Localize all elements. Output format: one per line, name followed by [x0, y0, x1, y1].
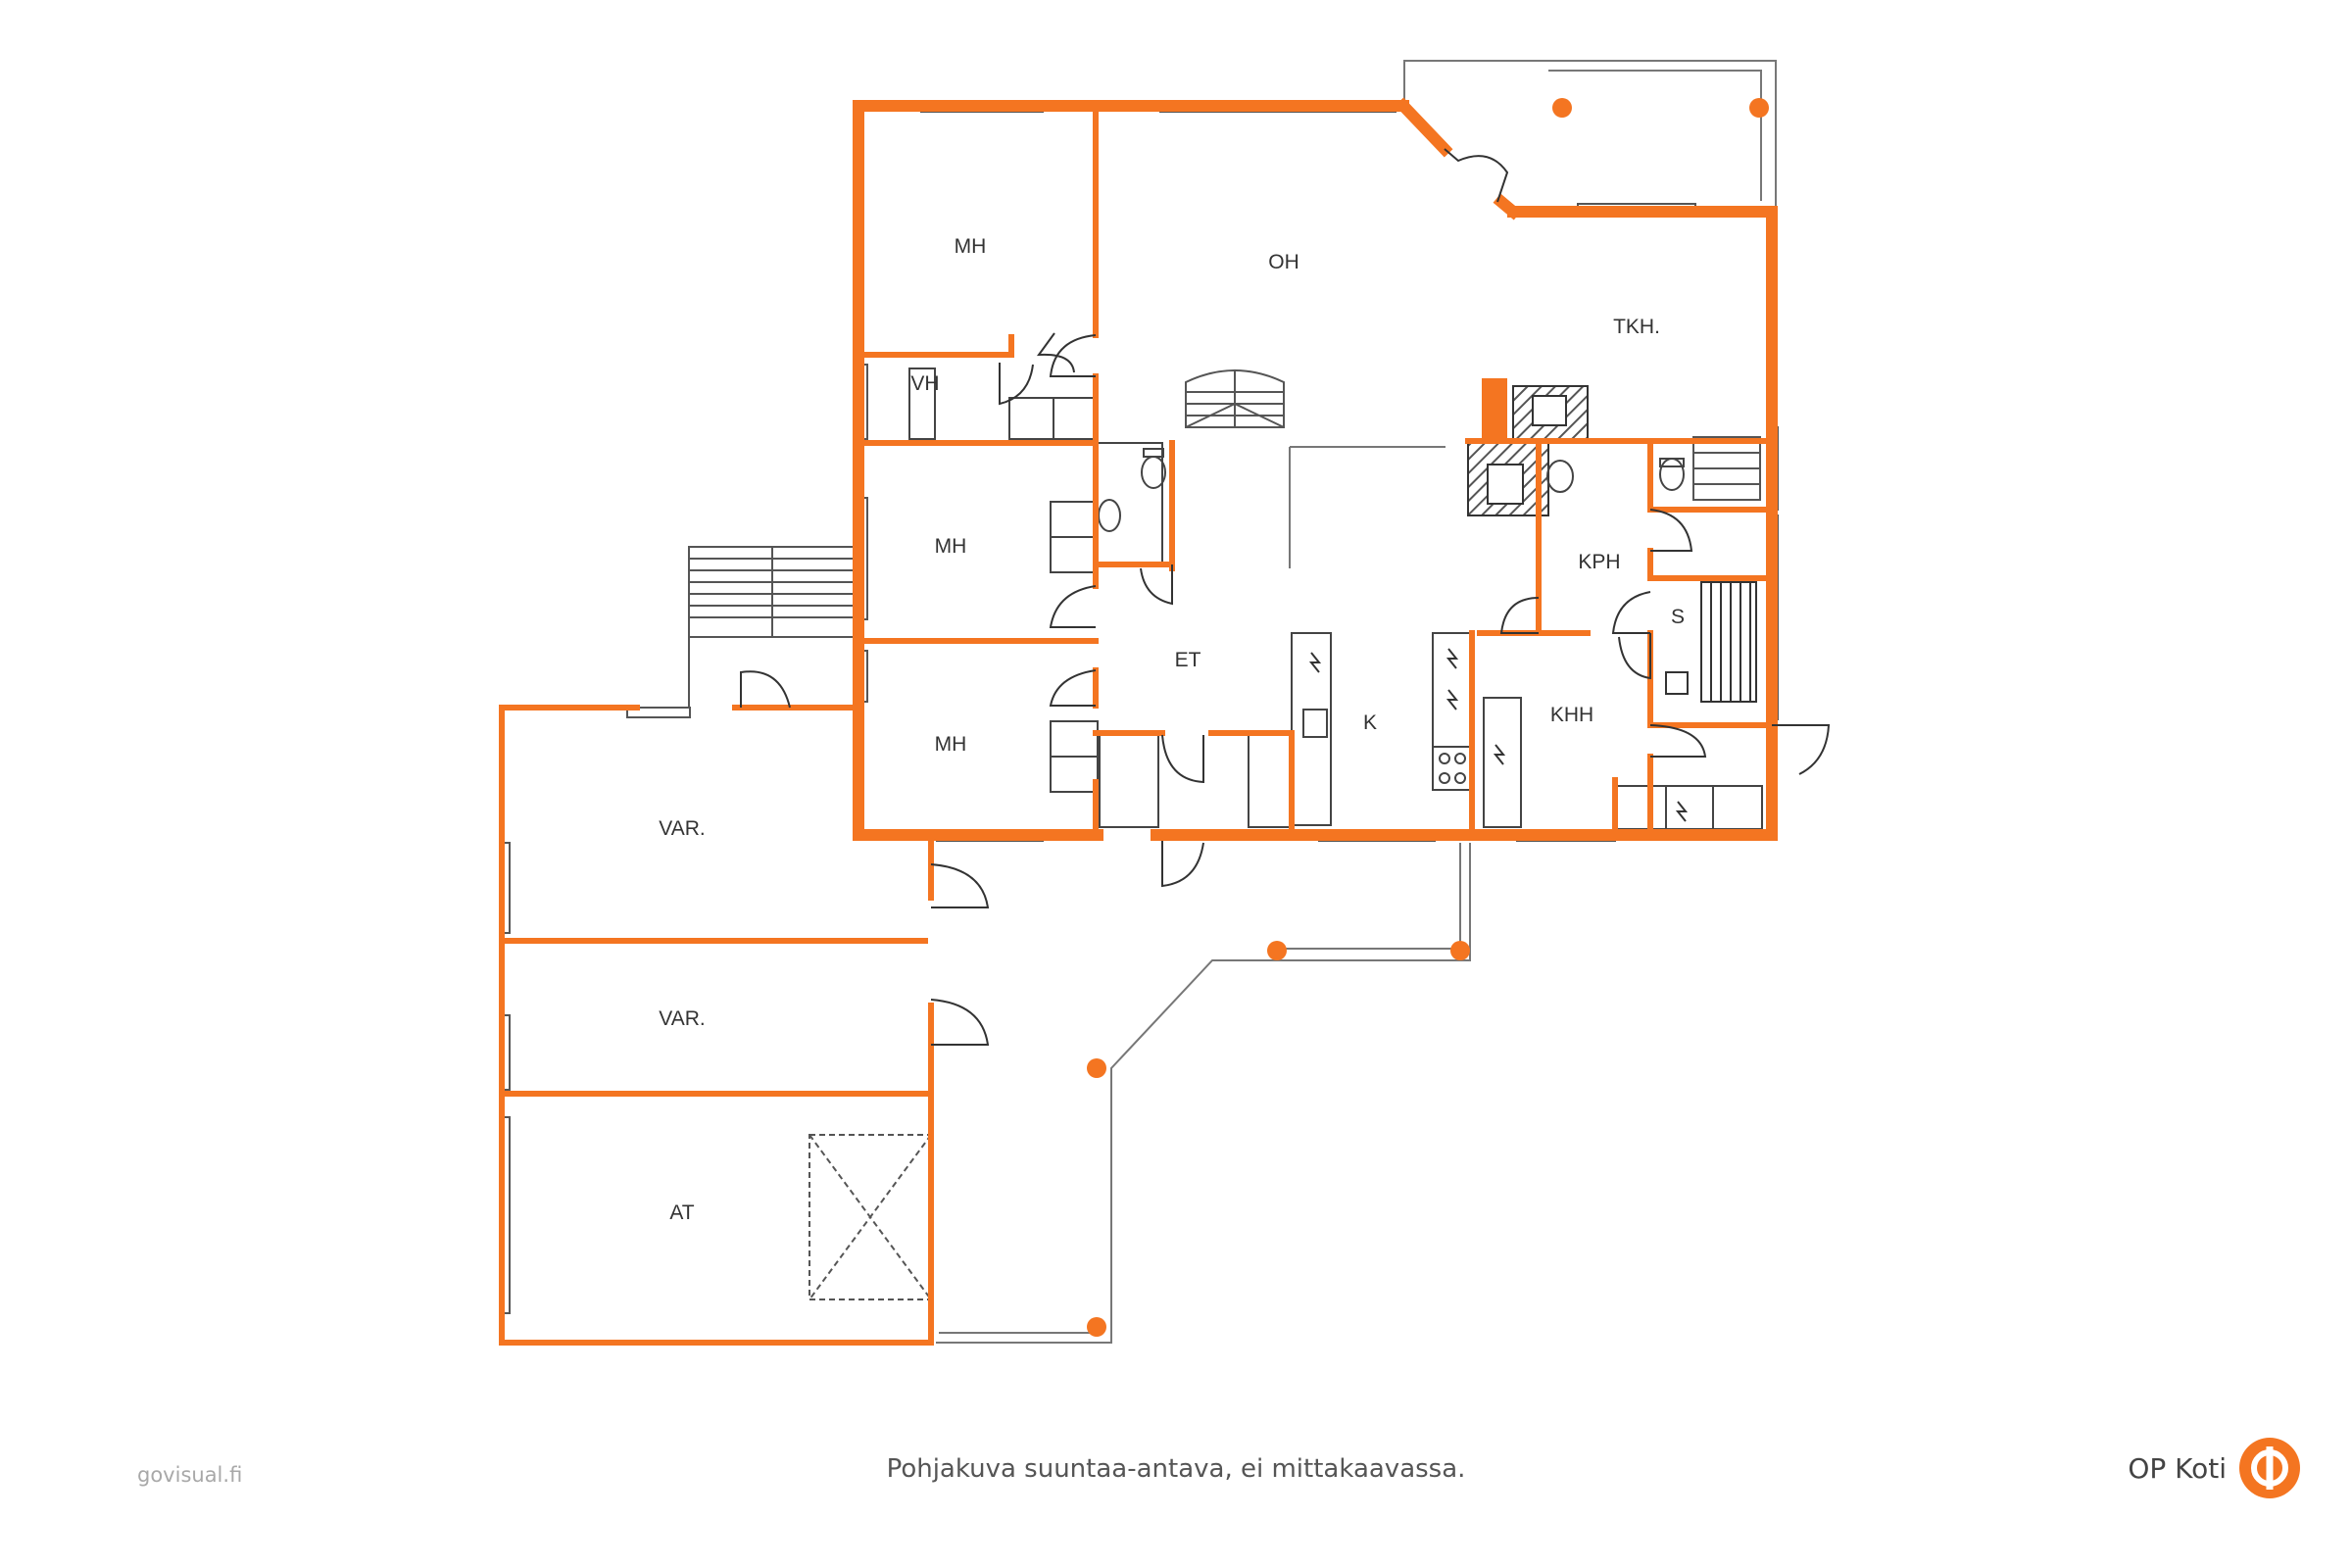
room-label-at: AT — [669, 1201, 694, 1224]
credit-text: govisual.fi — [137, 1463, 243, 1487]
room-label-s: S — [1671, 606, 1685, 628]
garage-door — [808, 1134, 932, 1300]
appliance-icons — [1308, 648, 1689, 822]
terrace-posts — [1087, 98, 1769, 1337]
fixtures — [908, 368, 1763, 830]
sauna-bench — [1665, 581, 1757, 703]
room-label-mh-lower: MH — [935, 733, 967, 756]
room-label-var-2: VAR. — [659, 1007, 705, 1030]
brand-name: OP Koti — [2128, 1451, 2227, 1485]
terrace-outlines — [936, 60, 1777, 1344]
room-label-oh: OH — [1268, 251, 1299, 273]
interior-stairs — [1185, 369, 1761, 501]
room-label-et: ET — [1175, 649, 1201, 671]
room-label-khh: KHH — [1550, 704, 1593, 726]
entrance-steps — [688, 546, 855, 708]
room-label-tkh: TKH. — [1613, 316, 1660, 338]
room-label-mh-middle: MH — [935, 535, 967, 558]
room-label-kph: KPH — [1578, 551, 1620, 573]
room-label-mh-top: MH — [955, 235, 987, 258]
op-logo-icon — [2239, 1438, 2300, 1498]
room-label-k: K — [1363, 711, 1377, 734]
disclaimer-text: Pohjakuva suuntaa-antava, ei mittakaavas… — [886, 1454, 1466, 1484]
doors — [740, 148, 1831, 1046]
room-label-vh: VH — [910, 372, 939, 395]
brand: OP Koti — [2128, 1437, 2301, 1499]
room-labels: MH OH TKH. VH MH KPH S ET K KHH MH VAR. … — [659, 235, 1685, 1224]
fireplace — [1467, 378, 1589, 516]
room-label-var-1: VAR. — [659, 817, 705, 840]
